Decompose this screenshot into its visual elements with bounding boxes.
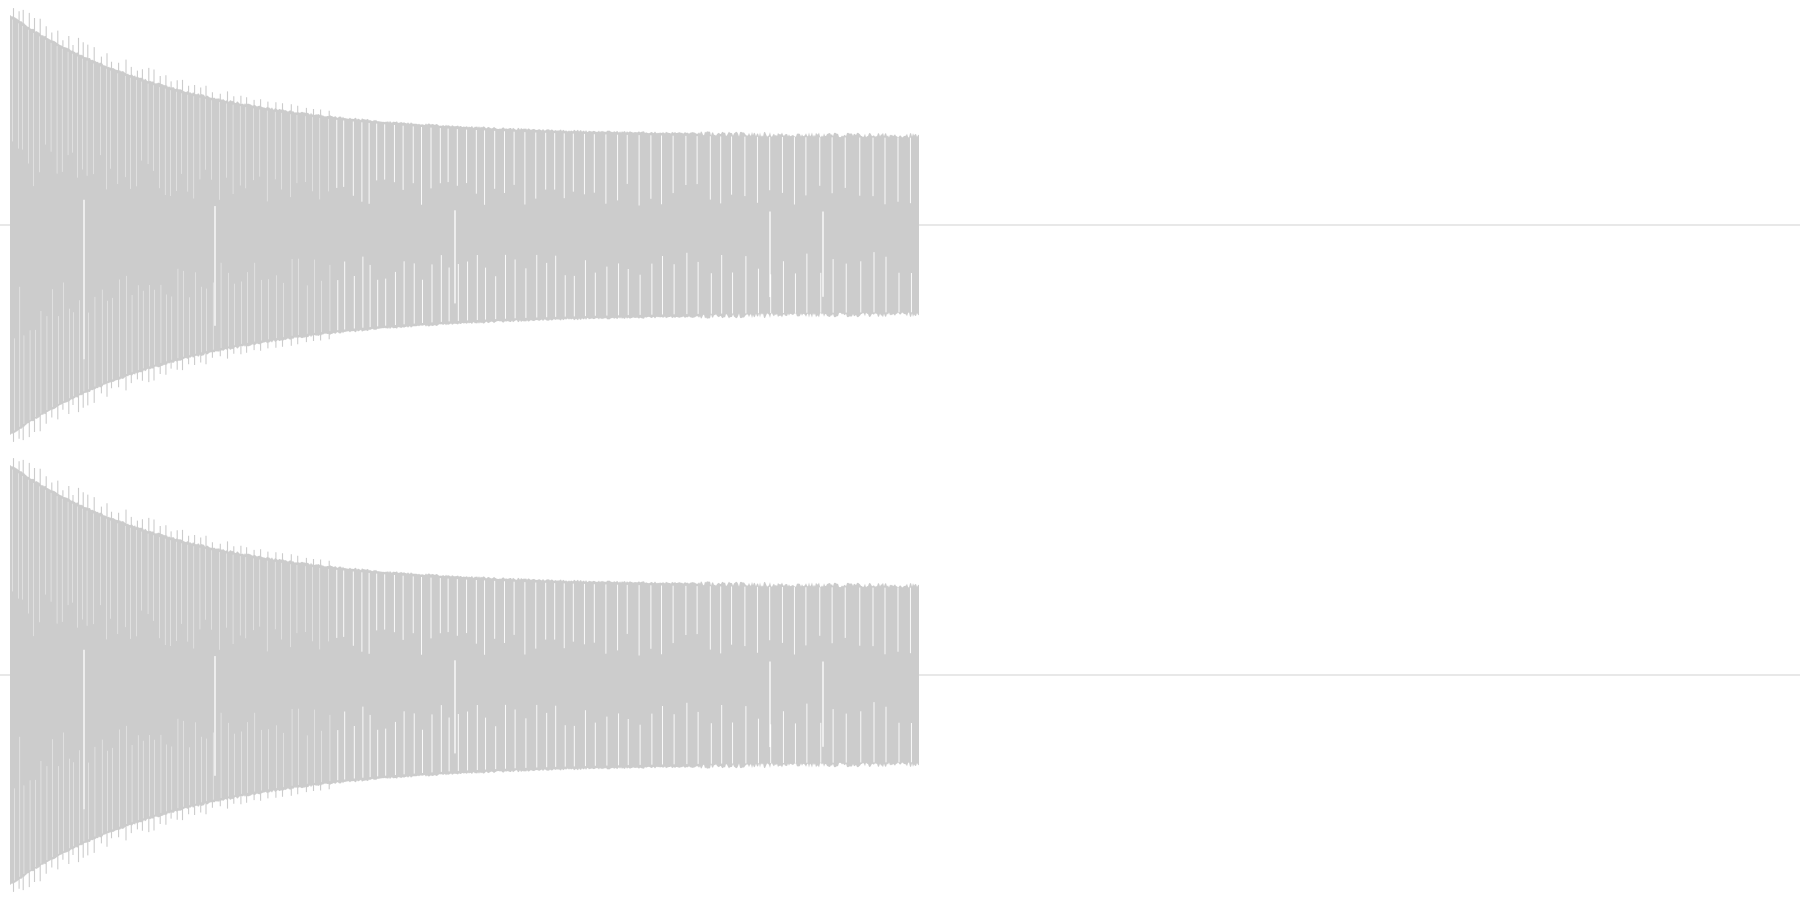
channel-left-waveform[interactable] bbox=[0, 8, 1800, 442]
channel-right-waveform[interactable] bbox=[0, 458, 1800, 892]
waveform-envelope bbox=[10, 14, 919, 436]
waveform-envelope bbox=[10, 464, 919, 886]
